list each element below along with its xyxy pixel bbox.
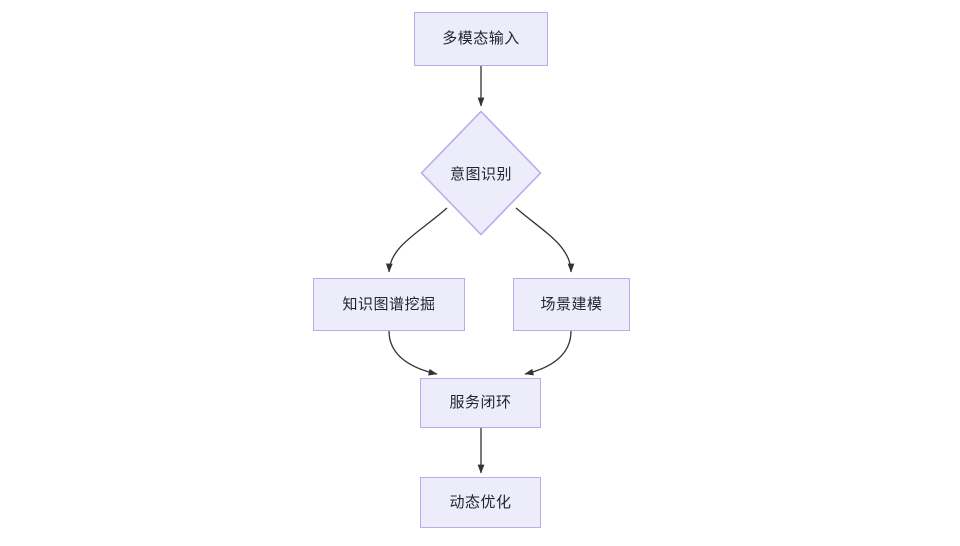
edge-kg-to-closure [388, 330, 438, 376]
node-label-scene-modeling: 场景建模 [540, 295, 603, 313]
edge-intent-to-kg [385, 207, 448, 273]
node-dynamic-optimization[interactable]: 动态优化 [420, 477, 541, 528]
node-multimodal-input[interactable]: 多模态输入 [414, 12, 548, 66]
node-intent-recognition[interactable]: 意图识别 [420, 110, 542, 236]
node-label-service-closure: 服务闭环 [449, 394, 512, 411]
node-label-knowledge-graph-mining: 知识图谱挖掘 [342, 295, 436, 313]
node-label-intent-recognition: 意图识别 [449, 165, 512, 183]
node-label-multimodal-input: 多模态输入 [442, 30, 520, 47]
node-knowledge-graph-mining[interactable]: 知识图谱挖掘 [313, 278, 465, 331]
node-scene-modeling[interactable]: 场景建模 [513, 278, 630, 331]
edge-intent-to-scene [515, 207, 575, 273]
node-service-closure[interactable]: 服务闭环 [420, 378, 541, 428]
edge-scene-to-closure [524, 330, 572, 376]
node-label-dynamic-optimization: 动态优化 [449, 493, 512, 511]
diamond-shape [420, 110, 542, 236]
